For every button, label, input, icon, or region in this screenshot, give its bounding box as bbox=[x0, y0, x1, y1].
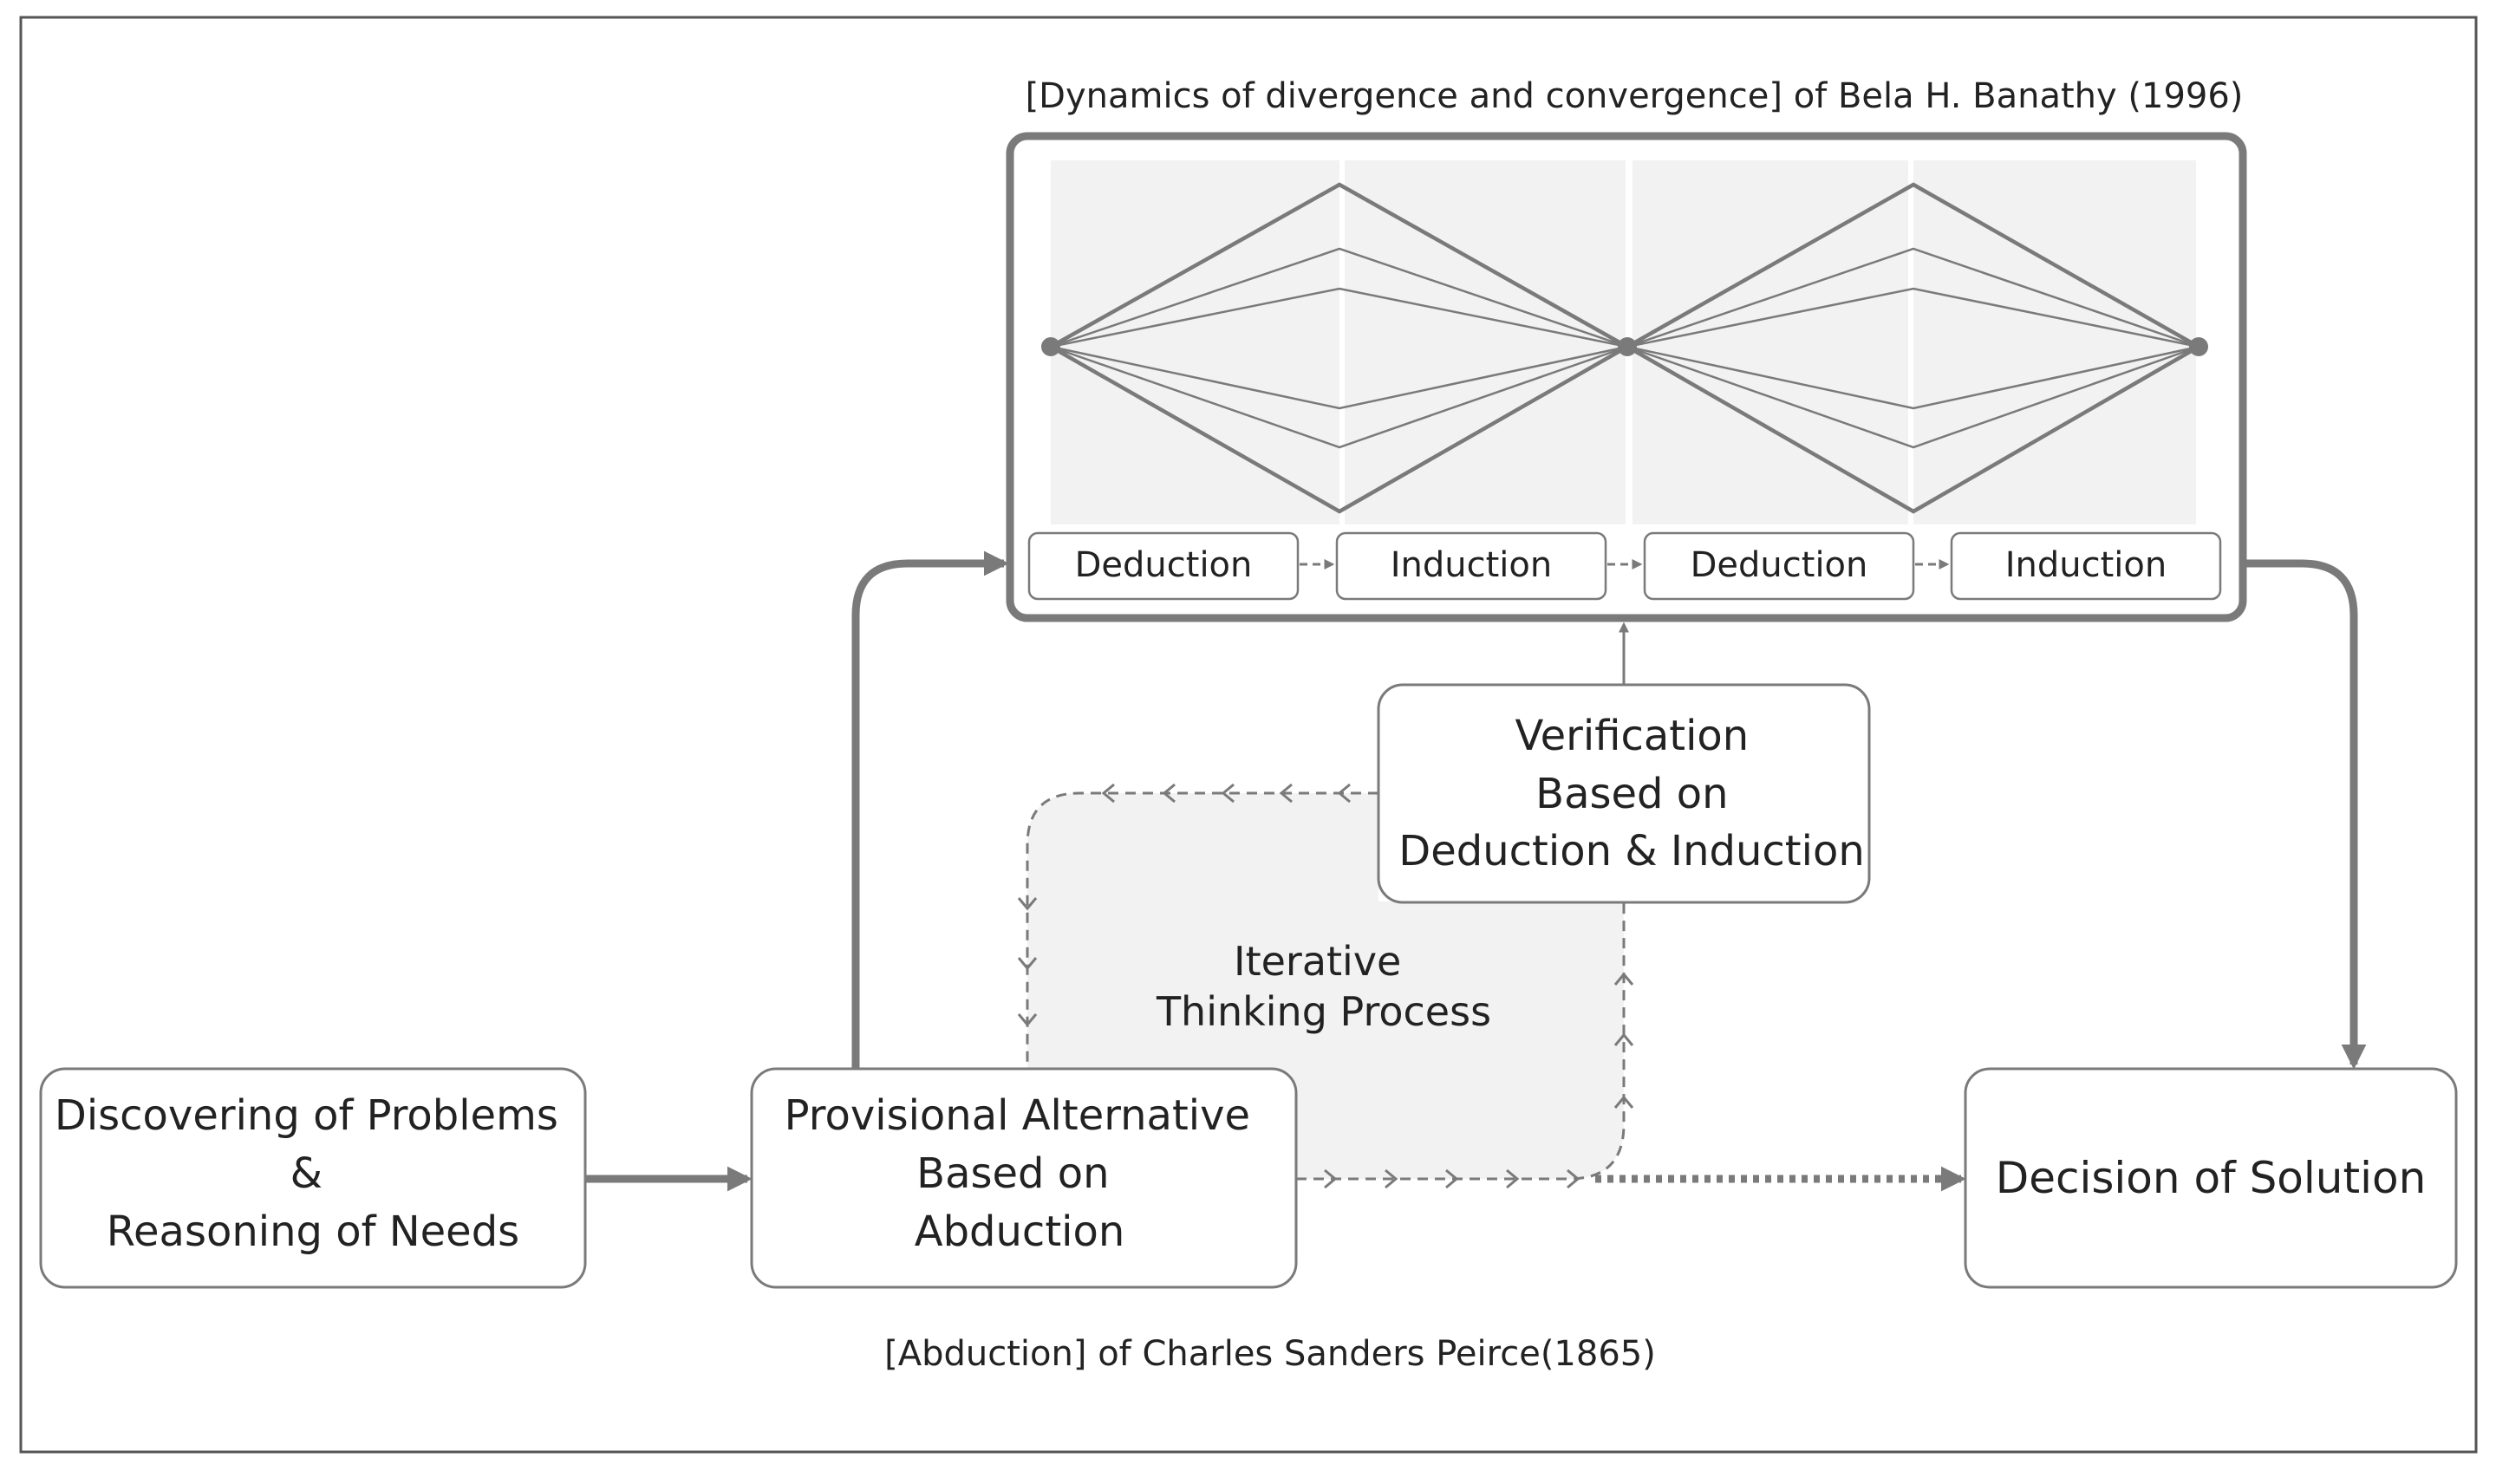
loop-path-provisional-to-verification bbox=[1296, 902, 1626, 1181]
diamond-inner-line bbox=[1626, 345, 2199, 449]
chevron-left-icon bbox=[1101, 783, 1115, 804]
step-label: Induction bbox=[2005, 545, 2167, 585]
node-text-line: Provisional Alternative bbox=[785, 1091, 1250, 1140]
step-label: Deduction bbox=[1075, 545, 1253, 585]
divergence-convergence-diamond-1 bbox=[1049, 182, 1629, 514]
outer-frame bbox=[19, 16, 2478, 1454]
node-provisional: Provisional Alternative Based on Abducti… bbox=[750, 1067, 1298, 1289]
diamond-inner-line bbox=[1050, 287, 1628, 348]
node-text-line: Reasoning of Needs bbox=[107, 1207, 519, 1256]
node-text-line: Discovering of Problems bbox=[55, 1091, 558, 1140]
chevron-right-icon bbox=[1324, 1168, 1338, 1189]
diamond-outer-lower bbox=[1626, 345, 2200, 514]
convergence-point bbox=[1041, 337, 1060, 356]
shaded-column-1 bbox=[1051, 160, 1339, 524]
dashed-loop-arrows bbox=[1026, 791, 1626, 1181]
arrow-provisional-to-banathy bbox=[851, 550, 1009, 1069]
diamond-inner-line bbox=[1626, 345, 2199, 410]
loop-path-verification-to-provisional bbox=[1026, 791, 1378, 1069]
chevron-up-icon bbox=[1613, 1032, 1634, 1046]
diamond-outer-upper bbox=[1626, 182, 2200, 348]
step-box bbox=[1335, 531, 1607, 601]
step-box bbox=[1950, 531, 2222, 601]
iterative-loop-label: Iterative Thinking Process bbox=[1156, 938, 1491, 1035]
chevron-right-icon bbox=[1506, 1168, 1520, 1189]
diamond-outer-lower bbox=[1049, 345, 1629, 514]
banathy-panel: Deduction Induction Deduction Induction bbox=[1006, 132, 2247, 622]
node-text: Provisional Alternative Based on Abducti… bbox=[785, 1091, 1264, 1256]
diamond-outer-upper bbox=[1049, 182, 1629, 348]
chevron-up-icon bbox=[1613, 1095, 1634, 1109]
node-text: Decision of Solution bbox=[1996, 1153, 2427, 1203]
step-box bbox=[1643, 531, 1915, 601]
divergence-convergence-diamond-2 bbox=[1626, 182, 2200, 514]
chevron-down-icon bbox=[1017, 897, 1038, 911]
node-verification: Verification Based on Deduction & Induct… bbox=[1377, 683, 1871, 904]
step-induction-1: Induction bbox=[1335, 531, 1607, 601]
banathy-shaded-columns bbox=[1051, 160, 2196, 524]
chevron-up-icon bbox=[1613, 972, 1634, 986]
shaded-column-3 bbox=[1633, 160, 1908, 524]
step-label: Deduction bbox=[1691, 545, 1868, 585]
chevron-right-icon bbox=[1445, 1168, 1459, 1189]
node-text: Verification Based on Deduction & Induct… bbox=[1398, 712, 1864, 875]
chevron-left-icon bbox=[1279, 783, 1293, 804]
node-text-line: Abduction bbox=[915, 1207, 1125, 1256]
chevron-right-icon bbox=[1567, 1168, 1580, 1189]
step-box bbox=[1027, 531, 1300, 601]
chevron-down-icon bbox=[1017, 1013, 1038, 1027]
loop-label-line: Iterative bbox=[1234, 938, 1401, 985]
convergence-point bbox=[2189, 337, 2208, 356]
step-label: Induction bbox=[1391, 545, 1553, 585]
node-text-line: Based on bbox=[1535, 770, 1728, 818]
loop-chevrons bbox=[1017, 783, 1634, 1189]
shaded-column-2 bbox=[1345, 160, 1626, 524]
chevron-down-icon bbox=[1017, 957, 1038, 971]
chevron-left-icon bbox=[1221, 783, 1235, 804]
node-text-line: Decision of Solution bbox=[1996, 1153, 2427, 1203]
solid-flow-arrows bbox=[585, 550, 2367, 1192]
diamond-inner-line bbox=[1626, 247, 2199, 348]
shaded-column-4 bbox=[1913, 160, 2196, 524]
chevron-right-icon bbox=[1385, 1168, 1398, 1189]
diamond-inner-line bbox=[1626, 287, 2199, 348]
node-text-line: Deduction & Induction bbox=[1398, 827, 1864, 875]
node-decision: Decision of Solution bbox=[1964, 1067, 2458, 1289]
loop-label-line: Thinking Process bbox=[1156, 988, 1491, 1035]
diamond-inner-line bbox=[1050, 345, 1628, 410]
node-text-line: & bbox=[290, 1149, 323, 1198]
arrow-banathy-to-decision bbox=[2243, 559, 2367, 1070]
convergence-point bbox=[1618, 337, 1637, 356]
step-deduction-1: Deduction bbox=[1027, 531, 1300, 601]
node-text-line: Based on bbox=[916, 1149, 1109, 1198]
diamond-inner-line bbox=[1050, 345, 1628, 449]
node-text-line: Verification bbox=[1515, 712, 1750, 760]
step-deduction-2: Deduction bbox=[1643, 531, 1915, 601]
diamond-inner-line bbox=[1050, 247, 1628, 348]
chevron-left-icon bbox=[1162, 783, 1176, 804]
banathy-caption: [Dynamics of divergence and convergence]… bbox=[1026, 76, 2244, 116]
step-induction-2: Induction bbox=[1950, 531, 2222, 601]
node-discovering: Discovering of Problems & Reasoning of N… bbox=[39, 1067, 587, 1289]
chevron-left-icon bbox=[1337, 783, 1351, 804]
peirce-caption: [Abduction] of Charles Sanders Peirce(18… bbox=[884, 1334, 1656, 1374]
node-text: Discovering of Problems & Reasoning of N… bbox=[55, 1091, 571, 1256]
